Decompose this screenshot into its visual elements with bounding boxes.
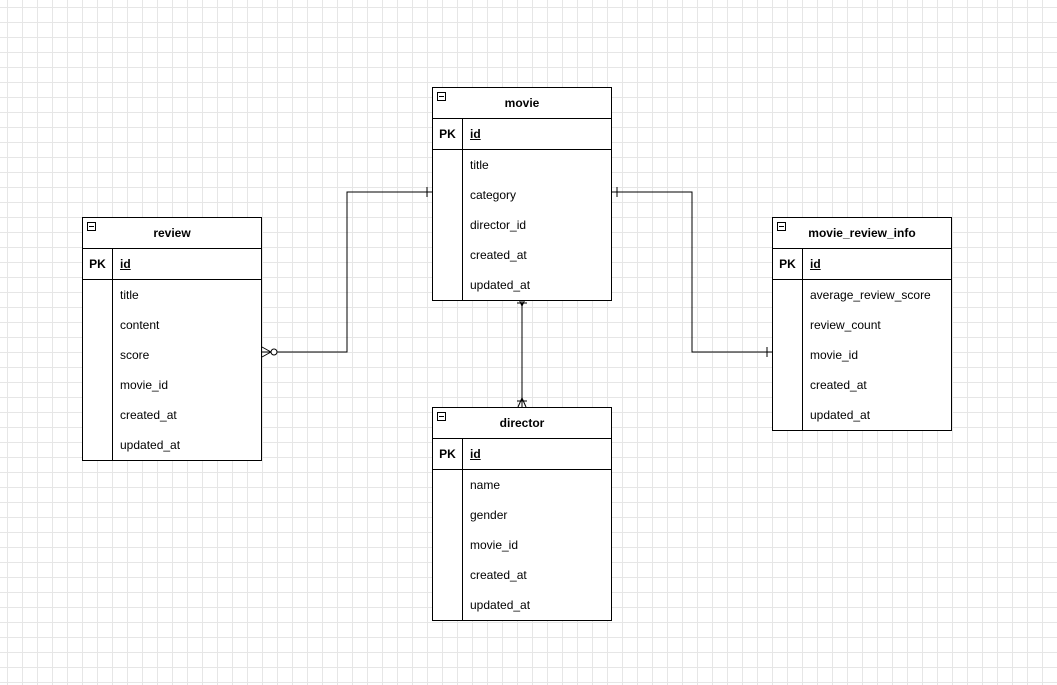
entity-title: movie: [504, 96, 540, 110]
field[interactable]: updated_at: [470, 598, 531, 612]
field[interactable]: content: [120, 318, 160, 332]
key-gutter: [773, 280, 803, 430]
pk-label: PK: [773, 249, 803, 279]
pk-label: PK: [433, 439, 463, 469]
zero-marker-review: [270, 348, 278, 356]
field[interactable]: created_at: [470, 248, 527, 262]
relationship-movie-review: [262, 191, 432, 353]
entity-movie[interactable]: movie PK id title category director_id c…: [432, 87, 612, 301]
collapse-icon[interactable]: [87, 222, 96, 231]
field[interactable]: created_at: [470, 568, 527, 582]
entity-movie-review-info[interactable]: movie_review_info PK id average_review_s…: [772, 217, 952, 431]
pk-label: PK: [83, 249, 113, 279]
collapse-icon[interactable]: [437, 92, 446, 101]
field[interactable]: updated_at: [810, 408, 871, 422]
field[interactable]: movie_id: [470, 538, 519, 552]
field[interactable]: created_at: [810, 378, 867, 392]
field[interactable]: title: [120, 288, 139, 302]
field[interactable]: score: [120, 348, 150, 362]
collapse-icon[interactable]: [777, 222, 786, 231]
entity-title: director: [499, 416, 545, 430]
crowfoot-director-right: [521, 397, 527, 408]
entity-title: review: [153, 226, 191, 240]
pk-label: PK: [433, 119, 463, 149]
field[interactable]: updated_at: [470, 278, 531, 292]
relationship-movie-movie-review-info: [612, 191, 772, 353]
field[interactable]: director_id: [470, 218, 527, 232]
entity-title: movie_review_info: [808, 226, 916, 240]
crowfoot-review-upper: [261, 346, 272, 353]
crowfoot-director-left: [517, 397, 523, 408]
entity-header[interactable]: movie_review_info: [773, 218, 951, 249]
field[interactable]: updated_at: [120, 438, 181, 452]
entity-director[interactable]: director PK id name gender movie_id crea…: [432, 407, 612, 621]
pk-field[interactable]: id: [470, 447, 481, 461]
pk-field[interactable]: id: [120, 257, 131, 271]
key-gutter: [433, 150, 463, 300]
entity-header[interactable]: review: [83, 218, 261, 249]
key-gutter: [83, 280, 113, 460]
field[interactable]: movie_id: [810, 348, 859, 362]
field[interactable]: category: [470, 188, 517, 202]
field[interactable]: review_count: [810, 318, 881, 332]
field[interactable]: name: [470, 478, 501, 492]
collapse-icon[interactable]: [437, 412, 446, 421]
field[interactable]: created_at: [120, 408, 177, 422]
crowfoot-review-lower: [261, 351, 272, 358]
pk-field[interactable]: id: [470, 127, 481, 141]
pk-field[interactable]: id: [810, 257, 821, 271]
entity-header[interactable]: movie: [433, 88, 611, 119]
entity-header[interactable]: director: [433, 408, 611, 439]
field[interactable]: movie_id: [120, 378, 169, 392]
field[interactable]: title: [470, 158, 489, 172]
field[interactable]: gender: [470, 508, 508, 522]
field[interactable]: average_review_score: [810, 288, 931, 302]
key-gutter: [433, 470, 463, 620]
entity-review[interactable]: review PK id title content score movie_i…: [82, 217, 262, 461]
